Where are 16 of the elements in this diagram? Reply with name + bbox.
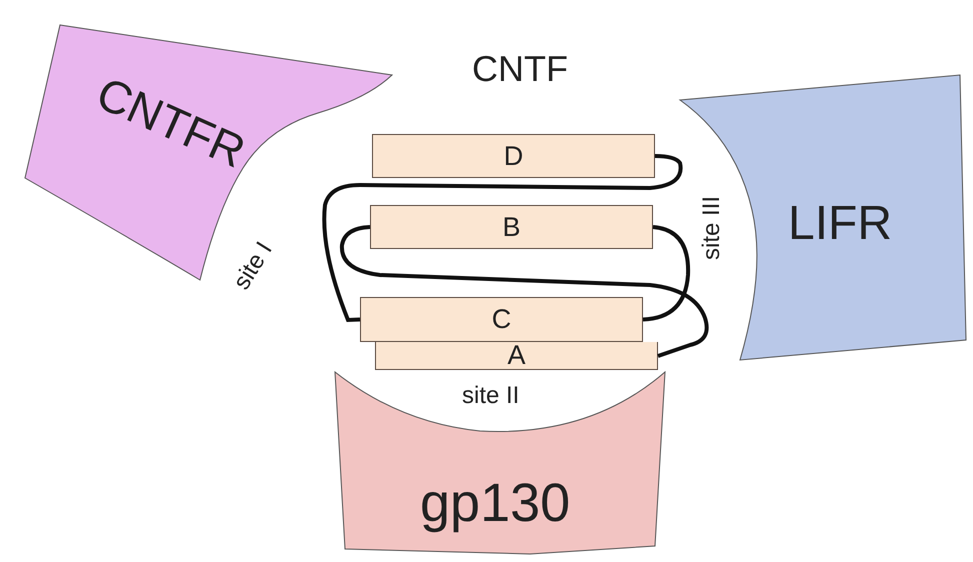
site-label: site III: [697, 196, 726, 260]
molecule-label: D: [504, 140, 524, 173]
site-label: CNTF: [472, 47, 568, 91]
site-label: site I: [227, 236, 279, 296]
site-label: site II: [462, 381, 520, 411]
molecule-label: gp130: [420, 473, 570, 533]
loop-line: [642, 225, 690, 322]
helix-bar: [372, 134, 655, 178]
molecule-label: LIFR: [788, 197, 892, 250]
loop-line: [340, 225, 709, 358]
helix-bar: [370, 205, 653, 249]
molecule-label: B: [502, 210, 520, 244]
helix-bar: [375, 342, 658, 370]
molecule-label: C: [492, 303, 512, 336]
molecule-label: A: [507, 342, 526, 369]
helix-bar: [360, 297, 643, 342]
